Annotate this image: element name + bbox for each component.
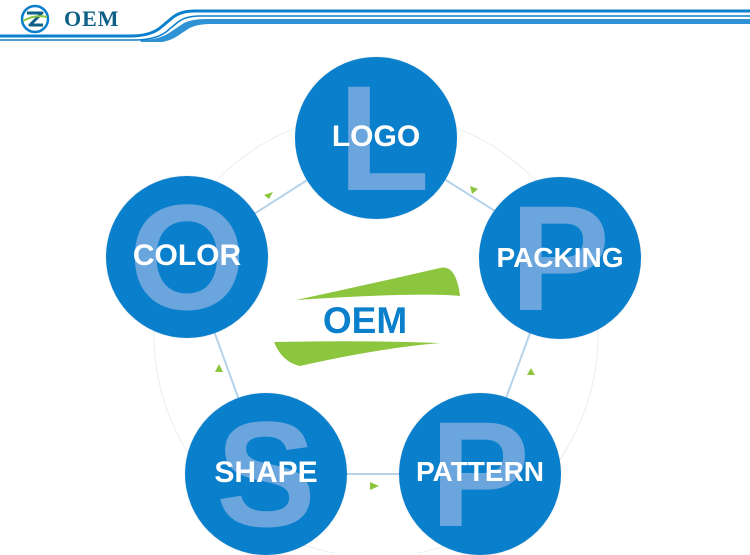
node-pattern: P PATTERN	[399, 393, 561, 555]
node-label: LOGO	[331, 120, 421, 153]
node-label: SHAPE	[214, 456, 318, 489]
node-letter: P	[429, 393, 531, 555]
arrow-icon	[527, 368, 535, 375]
arrow-icon	[370, 482, 379, 490]
upper-swoosh	[296, 267, 460, 300]
arrow-icon	[470, 186, 478, 194]
brand-name: OEM	[64, 6, 120, 31]
node-logo: L LOGO	[295, 57, 457, 219]
node-letter: P	[509, 177, 611, 339]
node-packing: P PACKING	[479, 177, 641, 339]
arrow-icon	[215, 364, 223, 372]
node-label: COLOR	[132, 239, 242, 272]
node-letter: S	[215, 393, 317, 555]
z-swoosh-logo-icon	[20, 4, 50, 34]
node-label: PACKING	[496, 242, 624, 273]
node-letter: L	[338, 57, 430, 219]
arrow-icon	[264, 192, 273, 199]
node-label: PATTERN	[415, 456, 545, 487]
node-letter: O	[128, 176, 246, 338]
node-color: O COLOR	[106, 176, 268, 338]
node-shape: S SHAPE	[185, 393, 347, 555]
lower-swoosh	[274, 341, 440, 366]
header-stripe	[0, 9, 750, 42]
center-title: OEM	[322, 300, 408, 341]
header: OEM	[0, 0, 750, 42]
cycle-arrows	[215, 186, 535, 490]
